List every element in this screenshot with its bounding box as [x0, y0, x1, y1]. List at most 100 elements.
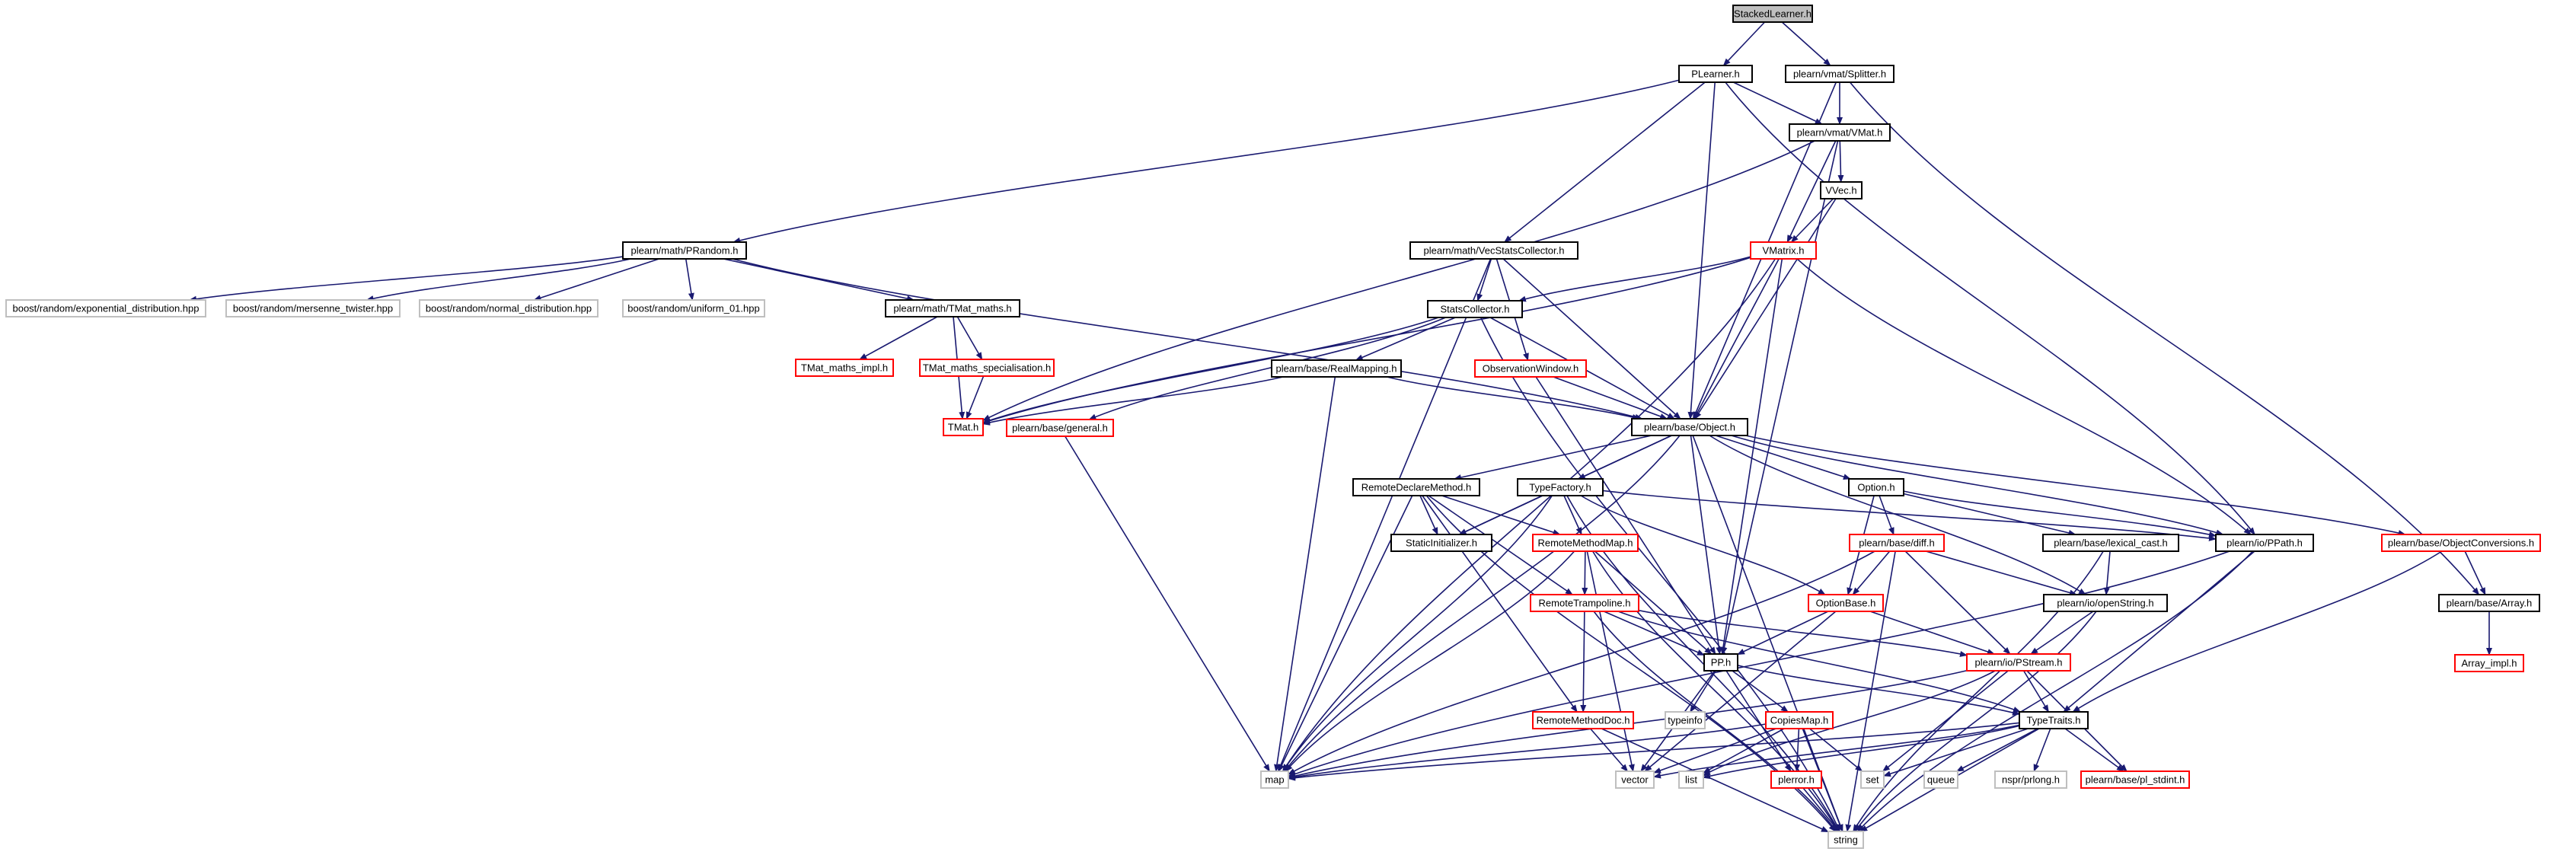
- node-remotemethoddoc[interactable]: RemoteMethodDoc.h: [1532, 711, 1634, 729]
- node-box-copiesmap: [1765, 711, 1834, 729]
- node-box-typetraits: [2019, 711, 2089, 729]
- node-pp[interactable]: PP.h: [1703, 653, 1738, 672]
- node-box-map: [1260, 770, 1289, 789]
- edge-prandom-to-boost_norm: [533, 258, 659, 301]
- edge-remotetramp-to-pp: [1603, 611, 1705, 656]
- node-vecstats[interactable]: plearn/math/VecStatsCollector.h: [1409, 241, 1578, 260]
- node-label-pstream: plearn/io/PStream.h: [1975, 656, 2063, 668]
- edge-remotemethoddoc-to-string: [1601, 728, 1829, 833]
- node-prandom[interactable]: plearn/math/PRandom.h: [622, 241, 747, 260]
- node-realmapping[interactable]: plearn/base/RealMapping.h: [1271, 359, 1402, 378]
- edge-optionbase-to-vector: [1644, 611, 1837, 772]
- edge-remotetramp-to-string: [1593, 611, 1837, 832]
- node-plearner[interactable]: PLearner.h: [1678, 65, 1753, 83]
- node-general[interactable]: plearn/base/general.h: [1006, 419, 1114, 437]
- node-option[interactable]: Option.h: [1848, 478, 1904, 496]
- node-remotetramp[interactable]: RemoteTrampoline.h: [1530, 594, 1639, 612]
- edge-statscollector-to-realmapping: [1355, 317, 1456, 361]
- node-box-typeinfo: [1665, 711, 1706, 729]
- node-tmatmathsspec[interactable]: TMat_maths_specialisation.h: [919, 359, 1055, 377]
- node-label-remotetramp: RemoteTrampoline.h: [1539, 597, 1631, 608]
- edge-remotetramp-to-typetraits: [1617, 611, 2021, 713]
- node-box-objconv: [2381, 534, 2541, 552]
- node-typetraits[interactable]: TypeTraits.h: [2019, 711, 2089, 729]
- node-box-vmat: [1789, 123, 1891, 142]
- edge-plearner-to-vecstats: [1504, 81, 1706, 243]
- node-obswindow[interactable]: ObservationWindow.h: [1474, 359, 1587, 378]
- node-tmatmaths[interactable]: plearn/math/TMat_maths.h: [885, 299, 1020, 317]
- node-optionbase[interactable]: OptionBase.h: [1808, 594, 1884, 612]
- node-arrayimpl[interactable]: Array_impl.h: [2454, 654, 2524, 672]
- node-box-openstring: [2043, 594, 2168, 612]
- edge-vmatrix-to-tmat: [982, 257, 1751, 424]
- edge-realmapping-to-tmat: [982, 376, 1284, 426]
- edge-pstream-to-typetraits: [2022, 670, 2050, 713]
- edge-pp-to-plerror: [1725, 670, 1792, 772]
- node-box-realmapping: [1271, 359, 1402, 378]
- edge-typetraits-to-map: [1288, 722, 2020, 781]
- edge-typefactory-to-map: [1282, 495, 1553, 772]
- edge-general-to-map: [1065, 435, 1270, 772]
- edge-plearner-to-vmat: [1732, 81, 1823, 125]
- node-plerror[interactable]: plerror.h: [1770, 770, 1822, 789]
- node-label-string: string: [1834, 834, 1858, 845]
- node-label-typetraits: TypeTraits.h: [2026, 714, 2080, 726]
- node-box-boost_mt: [225, 299, 401, 317]
- edge-pp-to-copiesmap: [1732, 670, 1789, 713]
- node-vmatrix[interactable]: VMatrix.h: [1750, 241, 1817, 260]
- node-label-pp: PP.h: [1711, 656, 1732, 668]
- node-objconv[interactable]: plearn/base/ObjectConversions.h: [2381, 534, 2541, 552]
- node-box-string: [1827, 831, 1864, 849]
- node-box-tmatmathsspec: [919, 359, 1055, 377]
- node-label-list: list: [1685, 774, 1697, 785]
- node-boost_exp: boost/random/exponential_distribution.hp…: [5, 299, 206, 317]
- edge-vmat-to-tmat: [982, 140, 1815, 421]
- node-copiesmap[interactable]: CopiesMap.h: [1765, 711, 1834, 729]
- node-stackedlearner[interactable]: StackedLearner.h: [1732, 5, 1813, 23]
- node-splitter[interactable]: plearn/vmat/Splitter.h: [1785, 65, 1894, 83]
- edge-typefactory-to-staticinit: [1458, 495, 1543, 535]
- node-object[interactable]: plearn/base/Object.h: [1631, 418, 1748, 436]
- node-map: map: [1260, 770, 1289, 789]
- node-typefactory[interactable]: TypeFactory.h: [1517, 478, 1604, 496]
- node-statscollector[interactable]: StatsCollector.h: [1427, 300, 1523, 318]
- node-vvec[interactable]: VVec.h: [1820, 181, 1863, 199]
- edge-remotemethodmap-to-map: [1285, 550, 1575, 772]
- node-openstring[interactable]: plearn/io/openString.h: [2043, 594, 2168, 612]
- node-tmat[interactable]: TMat.h: [943, 418, 984, 436]
- edge-typetraits-to-nsprlong: [2033, 728, 2051, 772]
- node-array[interactable]: plearn/base/Array.h: [2438, 594, 2540, 612]
- node-label-option: Option.h: [1857, 481, 1894, 493]
- edge-splitter-to-array: [1849, 81, 2480, 595]
- node-box-boost_norm: [419, 299, 599, 317]
- edge-diff-to-pstream: [1904, 550, 2011, 655]
- edge-copiesmap-to-map: [1288, 723, 1767, 780]
- node-remotemethodmap[interactable]: RemoteMethodMap.h: [1532, 534, 1639, 552]
- edge-diff-to-optionbase: [1852, 550, 1891, 595]
- node-remotedecl[interactable]: RemoteDeclareMethod.h: [1352, 478, 1480, 496]
- node-label-plearner: PLearner.h: [1691, 68, 1740, 79]
- node-box-plearner: [1678, 65, 1753, 83]
- node-vmat[interactable]: plearn/vmat/VMat.h: [1789, 123, 1891, 142]
- node-tmatmathsimpl[interactable]: TMat_maths_impl.h: [795, 359, 894, 377]
- node-box-optionbase: [1808, 594, 1884, 612]
- node-label-ppath: plearn/io/PPath.h: [2226, 537, 2303, 548]
- node-plstdint[interactable]: plearn/base/pl_stdint.h: [2080, 770, 2190, 789]
- node-box-tmatmathsimpl: [795, 359, 894, 377]
- edge-remotemethodmap-to-pp: [1594, 550, 1713, 655]
- node-label-optionbase: OptionBase.h: [1816, 597, 1876, 608]
- node-pstream[interactable]: plearn/io/PStream.h: [1966, 653, 2071, 672]
- edge-vecstats-to-statscollector: [1476, 258, 1492, 301]
- node-label-vecstats: plearn/math/VecStatsCollector.h: [1424, 244, 1565, 256]
- node-box-list: [1678, 770, 1704, 789]
- edge-object-to-objconv: [1745, 435, 2406, 536]
- node-boost_norm: boost/random/normal_distribution.hpp: [419, 299, 599, 317]
- edge-object-to-openstring: [1709, 435, 2086, 595]
- edge-vvec-to-object: [1694, 198, 1837, 420]
- node-ppath[interactable]: plearn/io/PPath.h: [2215, 534, 2314, 552]
- edge-realmapping-to-object: [1387, 376, 1640, 420]
- node-staticinit[interactable]: StaticInitializer.h: [1390, 534, 1492, 552]
- node-diff[interactable]: plearn/base/diff.h: [1849, 534, 1945, 552]
- edge-object-to-map: [1284, 435, 1681, 772]
- node-lexicalcast[interactable]: plearn/base/lexical_cast.h: [2042, 534, 2179, 552]
